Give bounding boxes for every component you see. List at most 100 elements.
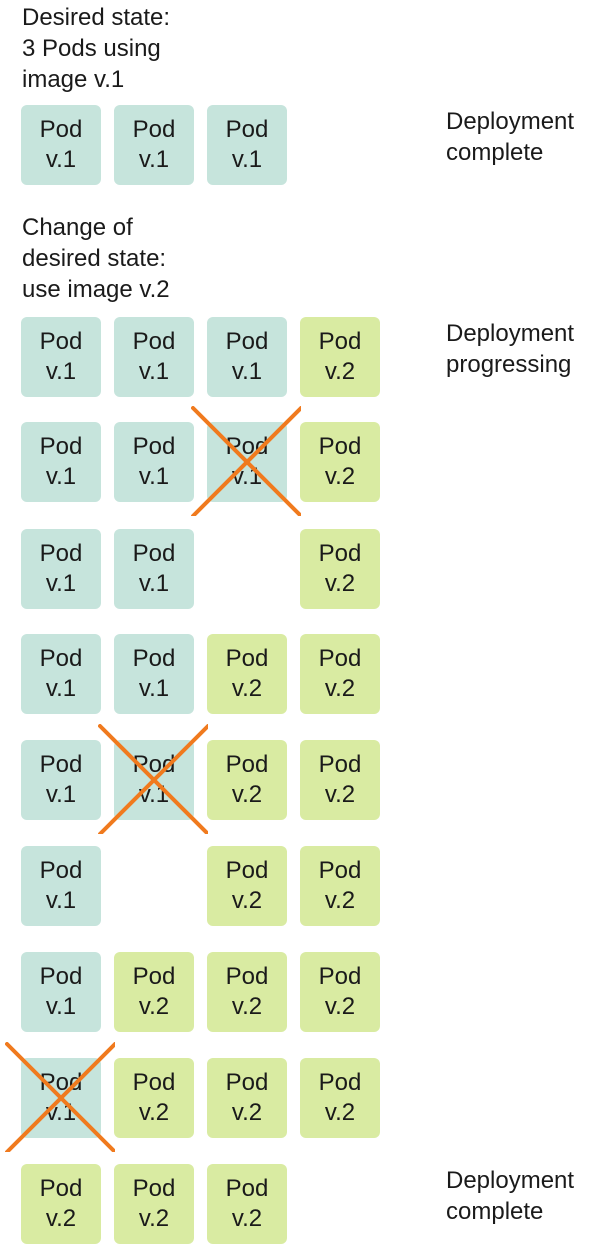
pod-v2-row5-col3: Pod v.2	[207, 634, 287, 714]
pod-version-label: v.1	[138, 463, 170, 490]
pod-v2-row10-col3: Pod v.2	[207, 1164, 287, 1244]
pod-version-label: v.1	[45, 887, 77, 914]
pod-v2-row3-col4: Pod v.2	[300, 422, 380, 502]
initial-state-caption: Desired state: 3 Pods using image v.1	[22, 4, 171, 93]
pod-v1-row2-col3: Pod v.1	[207, 317, 287, 397]
pod-version-label: v.1	[138, 781, 170, 808]
pod-label: Pod	[132, 540, 176, 567]
pod-label: Pod	[318, 433, 362, 460]
pod-version-label: v.1	[45, 358, 77, 385]
pod-label: Pod	[132, 963, 176, 990]
pod-version-label: v.1	[45, 463, 77, 490]
pod-version-label: v.2	[324, 358, 356, 385]
pod-v2-row9-col4: Pod v.2	[300, 1058, 380, 1138]
pod-version-label: v.1	[45, 675, 77, 702]
pod-v2-row7-col4: Pod v.2	[300, 846, 380, 926]
pod-v1-row1-col3: Pod v.1	[207, 105, 287, 185]
pod-v1-row2-col2: Pod v.1	[114, 317, 194, 397]
pod-v1-row5-col2: Pod v.1	[114, 634, 194, 714]
pod-v1-row4-col2: Pod v.1	[114, 529, 194, 609]
pod-v1-row7-col1: Pod v.1	[21, 846, 101, 926]
pod-label: Pod	[225, 857, 269, 884]
pod-label: Pod	[39, 1069, 83, 1096]
pod-label: Pod	[39, 645, 83, 672]
pod-v2-row8-col4: Pod v.2	[300, 952, 380, 1032]
pod-version-label: v.2	[231, 1205, 263, 1232]
pod-label: Pod	[132, 328, 176, 355]
pod-version-label: v.2	[45, 1205, 77, 1232]
pod-version-label: v.1	[138, 570, 170, 597]
pod-v1-row3-col1: Pod v.1	[21, 422, 101, 502]
pod-label: Pod	[318, 963, 362, 990]
pod-version-label: v.2	[138, 1099, 170, 1126]
pod-label: Pod	[132, 433, 176, 460]
pod-version-label: v.2	[324, 993, 356, 1020]
pod-v2-row6-col3: Pod v.2	[207, 740, 287, 820]
pod-version-label: v.2	[324, 1099, 356, 1126]
pod-label: Pod	[318, 751, 362, 778]
pod-v1-row5-col1: Pod v.1	[21, 634, 101, 714]
pod-version-label: v.2	[324, 887, 356, 914]
pod-label: Pod	[39, 1175, 83, 1202]
pod-version-label: v.1	[138, 358, 170, 385]
pod-label: Pod	[318, 645, 362, 672]
pod-label: Pod	[39, 857, 83, 884]
deployment-status-complete-final: Deployment complete	[446, 1167, 575, 1225]
pod-label: Pod	[132, 1175, 176, 1202]
pod-label: Pod	[318, 857, 362, 884]
pod-label: Pod	[225, 963, 269, 990]
pod-label: Pod	[39, 433, 83, 460]
pod-label: Pod	[318, 1069, 362, 1096]
pod-version-label: v.2	[138, 993, 170, 1020]
pod-v2-row10-col2: Pod v.2	[114, 1164, 194, 1244]
pod-label: Pod	[132, 116, 176, 143]
pod-label: Pod	[225, 751, 269, 778]
pod-label: Pod	[39, 116, 83, 143]
pod-version-label: v.2	[324, 570, 356, 597]
pod-version-label: v.1	[231, 146, 263, 173]
pod-version-label: v.2	[324, 463, 356, 490]
pod-version-label: v.2	[231, 887, 263, 914]
pod-label: Pod	[225, 1069, 269, 1096]
pod-version-label: v.1	[45, 1099, 77, 1126]
pod-version-label: v.1	[45, 570, 77, 597]
pod-label: Pod	[225, 116, 269, 143]
change-state-caption: Change of desired state: use image v.2	[22, 214, 170, 303]
pod-v2-row6-col4: Pod v.2	[300, 740, 380, 820]
pod-v2-row8-col2: Pod v.2	[114, 952, 194, 1032]
pod-label: Pod	[318, 540, 362, 567]
pod-version-label: v.2	[231, 1099, 263, 1126]
pod-label: Pod	[39, 751, 83, 778]
pod-label: Pod	[225, 433, 269, 460]
pod-v1-row4-col1: Pod v.1	[21, 529, 101, 609]
pod-v2-row9-col3: Pod v.2	[207, 1058, 287, 1138]
pod-v1-row9-col1: Pod v.1	[21, 1058, 101, 1138]
pod-version-label: v.2	[231, 675, 263, 702]
pod-version-label: v.1	[138, 146, 170, 173]
pod-version-label: v.1	[231, 358, 263, 385]
pod-version-label: v.2	[324, 675, 356, 702]
pod-label: Pod	[39, 963, 83, 990]
pod-version-label: v.1	[45, 781, 77, 808]
pod-label: Pod	[225, 645, 269, 672]
pod-v2-row9-col2: Pod v.2	[114, 1058, 194, 1138]
pod-label: Pod	[39, 540, 83, 567]
pod-label: Pod	[132, 645, 176, 672]
pod-version-label: v.2	[231, 781, 263, 808]
pod-version-label: v.1	[138, 675, 170, 702]
pod-label: Pod	[132, 751, 176, 778]
pod-version-label: v.1	[45, 993, 77, 1020]
deployment-status-progressing: Deployment progressing	[446, 320, 575, 378]
pod-label: Pod	[225, 328, 269, 355]
pod-label: Pod	[132, 1069, 176, 1096]
pod-v1-row6-col2: Pod v.1	[114, 740, 194, 820]
pod-v1-row3-col2: Pod v.1	[114, 422, 194, 502]
pod-version-label: v.2	[324, 781, 356, 808]
deployment-status-complete-initial: Deployment complete	[446, 108, 575, 166]
pod-version-label: v.2	[138, 1205, 170, 1232]
pod-label: Pod	[225, 1175, 269, 1202]
